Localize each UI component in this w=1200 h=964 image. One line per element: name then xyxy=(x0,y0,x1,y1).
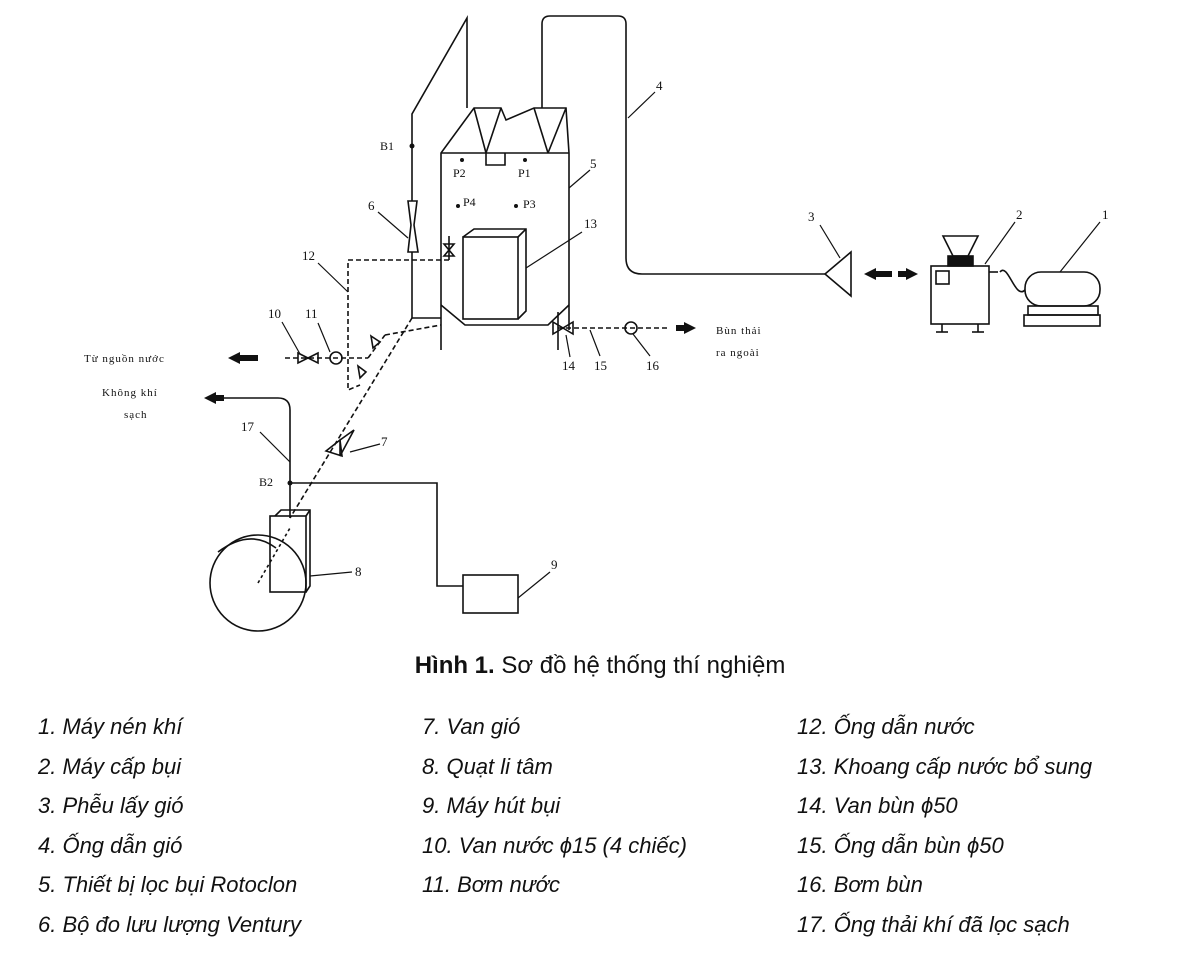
arrow-feeder xyxy=(906,268,918,280)
figure-caption: Hình 1. Sơ đồ hệ thống thí nghiệm xyxy=(0,652,1200,680)
legend-item: 13. Khoang cấp nước bổ sung xyxy=(797,753,1093,779)
callout-11: 11 xyxy=(305,306,318,321)
legend-item: 6. Bộ đo lưu lượng Ventury xyxy=(38,911,301,937)
callout-8: 8 xyxy=(355,564,362,579)
water-valves xyxy=(297,243,456,380)
legend-item: 16. Bơm bùn xyxy=(797,872,923,898)
legend-column-1: 1. Máy nén khí 2. Máy cấp bụi 3. Phễu lấ… xyxy=(38,712,301,950)
callout-4: 4 xyxy=(656,78,663,93)
legend-item: 14. Van bùn ϕ50 xyxy=(797,793,958,819)
air-intake-funnel xyxy=(823,250,852,298)
point-b1: B1 xyxy=(380,139,394,153)
legend-item: 11. Bơm nước xyxy=(422,872,560,898)
callout-17: 17 xyxy=(241,419,255,434)
callout-15: 15 xyxy=(594,358,607,373)
legend-item: 5. Thiết bị lọc bụi Rotoclon xyxy=(38,872,298,898)
dust-feeder xyxy=(930,235,998,333)
water-pump xyxy=(329,351,343,365)
centrifugal-fan xyxy=(209,509,311,632)
flow-arrows xyxy=(204,143,918,486)
legend-item: 15. Ống dẫn bùn ϕ50 xyxy=(797,832,1004,858)
point-b2: B2 xyxy=(259,475,273,489)
legend-item: 1. Máy nén khí xyxy=(38,714,183,739)
callout-7: 7 xyxy=(381,434,388,449)
legend-item: 17. Ống thải khí đã lọc sạch xyxy=(797,911,1070,937)
sludge-valve xyxy=(552,320,574,336)
legend-item: 3. Phễu lấy gió xyxy=(38,793,184,819)
label-sludge-out-line1: Bùn thải xyxy=(716,325,762,337)
legend-item: 2. Máy cấp bụi xyxy=(38,753,182,779)
legend-item: 7. Van gió xyxy=(422,714,521,739)
arrow-water-source xyxy=(228,352,240,364)
label-clean-air-line2: sạch xyxy=(124,409,148,421)
legend-item: 12. Ống dẫn nước xyxy=(797,714,975,739)
vacuum-cleaner xyxy=(462,574,519,614)
air-duct xyxy=(541,15,825,275)
arrow-sludge-out xyxy=(684,322,696,334)
label-sludge-out-line2: ra ngoài xyxy=(716,347,760,359)
callout-5: 5 xyxy=(590,156,597,171)
arrow-intake xyxy=(864,268,876,280)
arrow-clean-air xyxy=(204,392,216,404)
legend-item: 8. Quạt li tâm xyxy=(422,753,553,779)
figure-caption-number: Hình 1. xyxy=(414,652,495,679)
point-p1: P1 xyxy=(518,166,531,180)
callout-leaders xyxy=(259,91,1101,599)
figure-caption-text: Sơ đồ hệ thống thí nghiệm xyxy=(501,652,786,679)
legend-column-3: 12. Ống dẫn nước 13. Khoang cấp nước bổ … xyxy=(797,712,1092,950)
callout-14: 14 xyxy=(562,358,576,373)
sludge-pump xyxy=(624,321,638,335)
exhaust-duct xyxy=(411,14,468,201)
callout-13: 13 xyxy=(584,216,597,231)
legend-item: 10. Van nước ϕ15 (4 chiếc) xyxy=(422,832,687,858)
callout-2: 2 xyxy=(1016,207,1023,222)
point-p4: P4 xyxy=(463,195,476,209)
legend-item: 4. Ống dẫn gió xyxy=(38,832,183,858)
point-p2: P2 xyxy=(453,166,466,180)
callout-12: 12 xyxy=(302,248,315,263)
point-p3: P3 xyxy=(523,197,536,211)
callout-1: 1 xyxy=(1102,207,1109,222)
label-water-source: Từ nguồn nước xyxy=(84,353,165,365)
fan-inlet-duct xyxy=(289,317,413,519)
callout-6: 6 xyxy=(368,198,375,213)
legend-column-2: 7. Van gió 8. Quạt li tâm 9. Máy hút bụi… xyxy=(422,712,687,910)
vacuum-line xyxy=(290,482,463,587)
air-compressor xyxy=(999,269,1101,327)
callout-3: 3 xyxy=(808,209,815,224)
air-valve xyxy=(324,429,355,458)
callout-16: 16 xyxy=(646,358,660,373)
callout-10: 10 xyxy=(268,306,281,321)
legend-item: 9. Máy hút bụi xyxy=(422,793,561,819)
callout-9: 9 xyxy=(551,557,558,572)
clean-air-exhaust-pipe xyxy=(222,397,291,518)
makeup-water-chamber xyxy=(462,228,527,320)
water-pipe xyxy=(285,259,449,392)
experimental-system-diagram: 1 2 3 4 5 6 7 8 9 10 11 12 13 14 15 16 1… xyxy=(84,14,1109,632)
label-clean-air-line1: Không khí xyxy=(102,387,158,399)
venturi-flow-meter xyxy=(407,200,419,253)
